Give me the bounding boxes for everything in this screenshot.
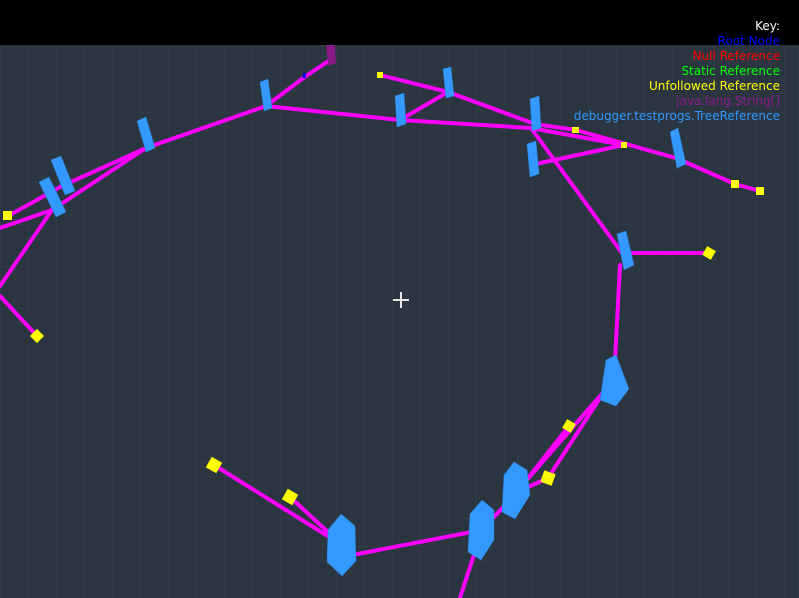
reference-edge — [398, 118, 533, 130]
unfollowed-reference-node — [3, 211, 12, 220]
reference-edge — [60, 146, 148, 188]
legend: Key: Root Node Null Reference Static Ref… — [574, 19, 780, 124]
reference-edge — [0, 294, 39, 338]
unfollowed-reference-node — [621, 142, 627, 148]
reference-edge — [144, 104, 268, 150]
unfollowed-reference-node — [281, 488, 299, 506]
legend-unfollowed-reference: Unfollowed Reference — [648, 79, 780, 93]
unfollowed-reference-node — [702, 246, 716, 260]
reference-edge — [340, 528, 484, 559]
reference-edge — [546, 396, 602, 480]
reference-edge — [212, 463, 344, 547]
string-array-nodes[interactable] — [324, 45, 336, 66]
unfollowed-reference-node — [205, 456, 223, 474]
tree-reference-nodes[interactable] — [38, 66, 687, 577]
reference-edge — [446, 90, 537, 126]
tree-reference-node — [529, 95, 542, 132]
reference-edge — [529, 126, 624, 255]
legend-tree-reference: debugger.testprogs.TreeReference — [573, 109, 780, 123]
reference-edge — [378, 73, 450, 94]
reference-edge — [0, 208, 54, 230]
unfollowed-reference-nodes[interactable] — [3, 72, 764, 506]
graph-viewport[interactable] — [0, 45, 799, 598]
unfollowed-reference-node — [29, 328, 45, 344]
reference-edge — [264, 74, 308, 108]
tree-reference-node — [526, 140, 540, 178]
unfollowed-reference-node — [572, 127, 579, 133]
tree-reference-node — [259, 78, 273, 112]
legend-null-reference: Null Reference — [692, 49, 781, 63]
unfollowed-reference-node — [377, 72, 383, 78]
reference-edge — [398, 90, 450, 122]
tree-reference-node — [442, 66, 455, 99]
crosshair-icon — [393, 292, 409, 308]
tree-reference-node — [326, 513, 357, 577]
legend-static-reference: Static Reference — [681, 64, 780, 78]
reference-edge — [529, 143, 626, 167]
unfollowed-reference-node — [756, 187, 764, 195]
tree-reference-node — [599, 354, 630, 407]
root-edge-marker — [302, 72, 307, 79]
top-bar — [0, 0, 799, 45]
reference-edges — [0, 58, 762, 598]
tree-reference-node — [136, 116, 156, 153]
unfollowed-reference-node — [731, 180, 739, 188]
tree-reference-node — [616, 230, 635, 271]
reference-edge — [733, 182, 762, 193]
reference-edge — [533, 122, 578, 132]
legend-string-array: java.lang.String[] — [676, 94, 780, 108]
ground-grid — [0, 45, 799, 598]
reference-edge — [264, 104, 402, 122]
reference-edge — [50, 146, 148, 212]
unfollowed-reference-node — [562, 419, 576, 433]
reference-edge — [0, 208, 54, 288]
legend-title: Key: — [755, 19, 780, 33]
string-array-node — [326, 45, 336, 66]
tree-reference-node — [669, 127, 687, 169]
tree-reference-node — [38, 176, 67, 218]
reference-edge — [529, 126, 626, 147]
tree-reference-node — [467, 499, 495, 561]
reference-edge — [304, 58, 332, 78]
legend-root-node: Root Node — [717, 34, 780, 48]
tree-reference-node — [501, 461, 531, 520]
tree-reference-node — [394, 92, 407, 128]
tree-reference-node — [50, 155, 76, 196]
unfollowed-reference-node — [540, 470, 556, 486]
